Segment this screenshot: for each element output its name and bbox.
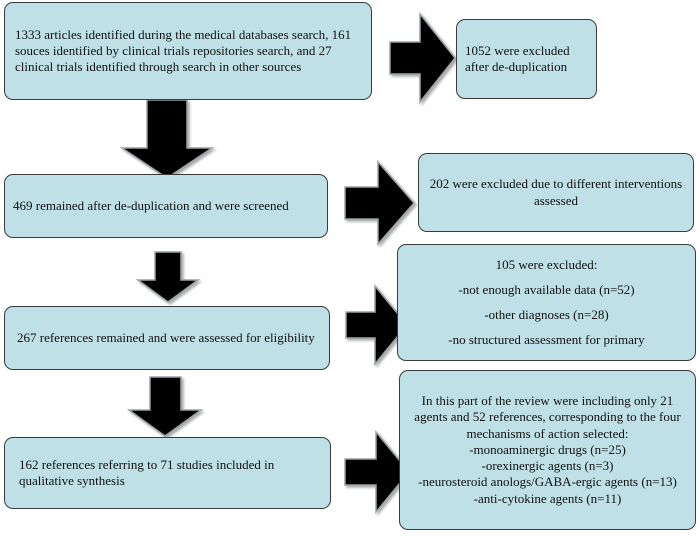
mechanism-item: -orexinergic agents (n=3) — [481, 458, 614, 474]
eligibility-excluded-item: -other diagnoses (n=28) — [484, 307, 609, 322]
identified-records-box: 1333 articles identified during the medi… — [4, 2, 372, 100]
interventions-excluded-text: 202 were excluded due to different inter… — [429, 176, 683, 208]
eligibility-box: 267 references remained and were assesse… — [4, 306, 330, 370]
right-arrow-1 — [389, 11, 456, 105]
interventions-excluded-box: 202 were excluded due to different inter… — [418, 153, 694, 232]
right-arrow-2 — [344, 160, 415, 246]
right-arrow-3 — [345, 283, 408, 367]
mechanism-item: -neurosteroid anologs/GABA-ergic agents … — [418, 474, 677, 490]
screened-records-text: 469 remained after de-duplication and we… — [13, 197, 289, 213]
screened-records-box: 469 remained after de-duplication and we… — [4, 174, 328, 238]
eligibility-text: 267 references remained and were assesse… — [17, 329, 315, 345]
identified-records-text: 1333 articles identified during the medi… — [15, 26, 352, 75]
eligibility-excluded-item: -no structured assessment for primary — [448, 332, 645, 348]
right-arrow-4 — [344, 429, 410, 515]
eligibility-excluded-item: -not enough available data (n=52) — [458, 281, 635, 297]
mechanism-item: -monoaminergic drugs (n=25) — [469, 441, 626, 457]
deduplication-excluded-text: 1052 were excluded after de-duplication — [465, 42, 570, 74]
down-arrow-1 — [119, 99, 215, 179]
eligibility-excluded-box: 105 were excluded: -not enough available… — [397, 244, 696, 361]
mechanisms-selection-box: In this part of the review were includin… — [399, 370, 696, 530]
mechanism-item: -anti-cytokine agents (n=11) — [473, 490, 622, 506]
down-arrow-2 — [135, 251, 201, 303]
mechanisms-selection-intro: In this part of the review were includin… — [414, 393, 681, 441]
included-studies-box: 162 references referring to 71 studies i… — [4, 437, 331, 509]
included-studies-text: 162 references referring to 71 studies i… — [19, 456, 275, 488]
eligibility-excluded-title: 105 were excluded: — [495, 256, 598, 272]
deduplication-excluded-box: 1052 were excluded after de-duplication — [456, 19, 597, 99]
down-arrow-3 — [126, 376, 204, 437]
